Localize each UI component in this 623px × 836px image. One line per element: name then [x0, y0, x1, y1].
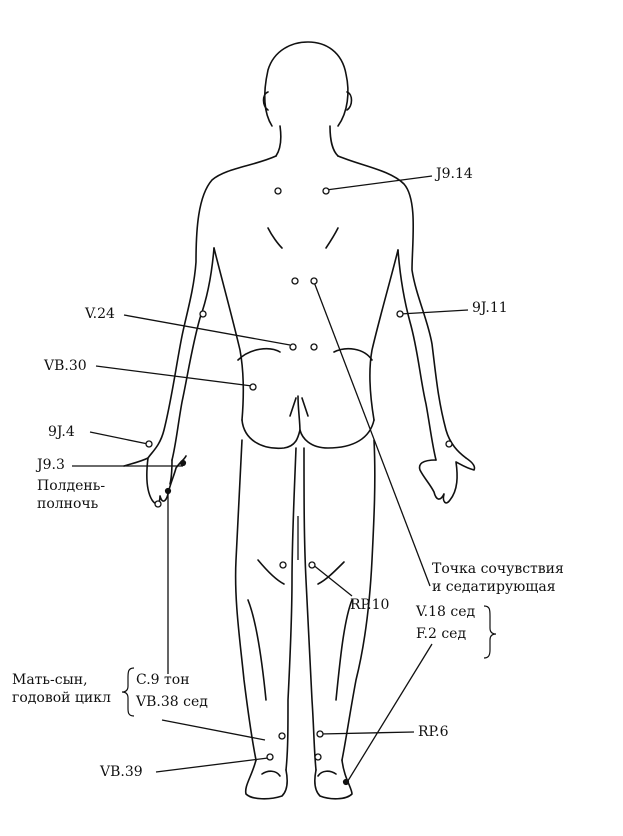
head-outline [263, 41, 349, 127]
label-j9-14: J9.14 [436, 166, 473, 182]
point-vb30 [249, 383, 257, 391]
leader-j9-14 [325, 175, 433, 191]
left-torso-outline [147, 155, 277, 459]
right-heel [317, 770, 337, 777]
point-dot [279, 561, 287, 569]
point-v24 [289, 343, 297, 351]
label-v24: V.24 [85, 306, 115, 322]
point-dot [310, 343, 318, 351]
spine-line-right [301, 397, 309, 417]
leader-j9-4 [89, 431, 149, 445]
buttocks-lower [241, 419, 375, 449]
left-waist [213, 247, 245, 421]
point-c9 [164, 487, 172, 495]
brace-v18-f2 [483, 605, 497, 659]
point-dot [154, 500, 162, 508]
leader-f2 [345, 643, 433, 785]
label-mother-2: годовой цикл [12, 690, 111, 706]
left-leg-inner [285, 447, 297, 771]
label-midday-1: Полдень- [37, 478, 106, 494]
right-knee-line [317, 561, 345, 585]
point-dot [314, 753, 322, 761]
label-rp6: RP.6 [418, 724, 449, 740]
right-hand [418, 457, 476, 504]
right-torso-outline [337, 155, 467, 459]
label-vb39: VB.39 [100, 764, 143, 780]
label-midday-2: полночь [37, 496, 99, 512]
label-sympathy-1: Точка сочувствия [432, 561, 564, 577]
point-vb38 [278, 732, 286, 740]
label-c9: C.9 тон [136, 672, 190, 688]
point-right-wrist [445, 440, 453, 448]
label-rp10: RP.10 [350, 597, 390, 613]
point-rp6 [316, 730, 324, 738]
leader-vb30 [95, 365, 253, 387]
left-heel [261, 770, 281, 777]
point-rp10 [308, 561, 316, 569]
right-inner-arm [397, 249, 437, 461]
leader-rp6 [319, 731, 415, 735]
label-v18: V.18 сед [416, 604, 476, 620]
point-dot [310, 277, 318, 285]
shoulder-blade-left [267, 227, 283, 249]
point-dot [291, 277, 299, 285]
label-mother-1: Мать-сын, [12, 672, 88, 688]
point-vb39 [266, 753, 274, 761]
neck-left [275, 125, 282, 157]
gluteal-cleft [297, 395, 301, 433]
left-leg-outer [234, 439, 257, 761]
label-j9-3: J9.3 [37, 457, 65, 473]
right-waist [369, 249, 399, 421]
left-ear [262, 91, 269, 111]
label-j9-4: 9J.4 [48, 424, 75, 440]
brace-c9-vb38 [121, 667, 135, 717]
leader-rp10 [311, 563, 353, 597]
buttocks-top [237, 347, 373, 361]
point-j9-14 [322, 187, 330, 195]
shoulder-blade-right [325, 227, 339, 249]
point-j9-11 [396, 310, 404, 318]
leader-sympathy [313, 281, 431, 587]
spine-line [289, 397, 297, 417]
label-f2: F.2 сед [416, 626, 467, 642]
leader-v24 [123, 314, 291, 346]
right-leg-inner [303, 447, 317, 771]
leader-j9-11 [399, 309, 469, 315]
point-j9-4 [145, 440, 153, 448]
point-left-elbow [199, 310, 207, 318]
label-vb30: VB.30 [44, 358, 87, 374]
right-leg-outer [341, 439, 376, 761]
label-vb38: VB.38 сед [136, 694, 208, 710]
leader-vb39 [155, 757, 269, 773]
right-ear [346, 91, 353, 111]
point-dot [274, 187, 282, 195]
left-inner-arm [171, 247, 215, 461]
label-sympathy-2: и седатирующая [432, 579, 556, 595]
left-calf-line [247, 599, 267, 701]
left-hand [123, 455, 187, 505]
neck-right [329, 125, 339, 157]
leader-vb38-to-leg [161, 719, 266, 741]
point-j9-3 [179, 459, 187, 467]
left-foot [244, 759, 288, 800]
label-j9-11: 9J.11 [472, 300, 508, 316]
point-f2 [342, 778, 350, 786]
right-calf-line [335, 599, 353, 701]
left-knee-line [257, 559, 285, 585]
